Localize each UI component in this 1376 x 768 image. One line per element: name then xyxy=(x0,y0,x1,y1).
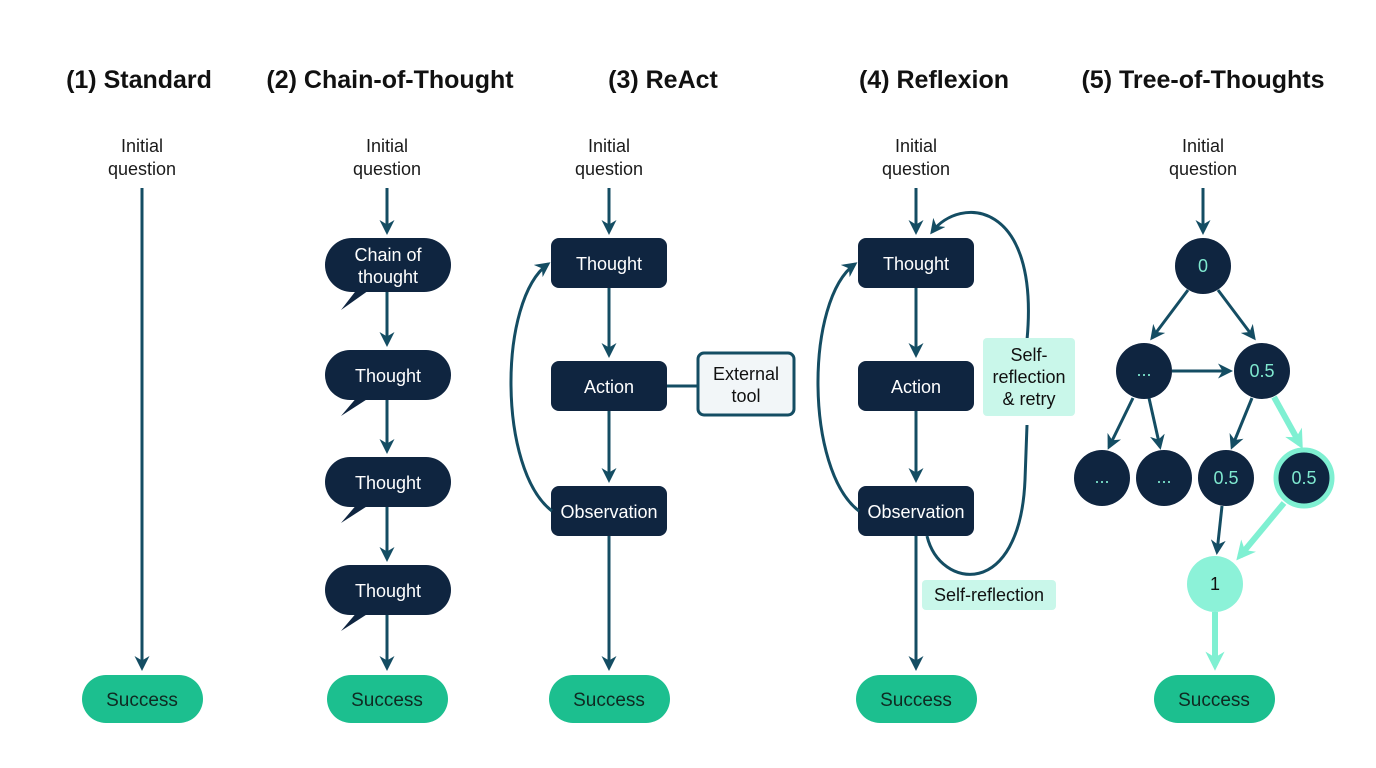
initial-question-cot: Initial question xyxy=(353,136,421,179)
edge-tot-leaf4-to-final-highlight xyxy=(1236,501,1287,561)
react-thought-node: Thought xyxy=(551,238,667,288)
svg-text:question: question xyxy=(1169,159,1237,179)
tot-node-level2-4-selected: 0.5 xyxy=(1273,447,1335,509)
svg-text:0.5: 0.5 xyxy=(1213,468,1238,488)
svg-text:tool: tool xyxy=(731,386,760,406)
edge-react-observation-loop-to-thought xyxy=(509,262,553,513)
success-node-react: Success xyxy=(549,675,670,723)
reflexion-self-reflection-note: Self-reflection xyxy=(922,580,1056,610)
svg-text:thought: thought xyxy=(358,267,418,287)
svg-text:0.5: 0.5 xyxy=(1291,468,1316,488)
svg-text:...: ... xyxy=(1094,467,1109,487)
svg-text:...: ... xyxy=(1156,467,1171,487)
edge-tot-left-to-leaf1 xyxy=(1107,397,1135,450)
svg-text:Thought: Thought xyxy=(355,473,421,493)
svg-text:Action: Action xyxy=(584,377,634,397)
edge-reflexion-observation-loop-to-thought xyxy=(816,262,860,513)
svg-text:Thought: Thought xyxy=(355,581,421,601)
svg-text:Initial: Initial xyxy=(121,136,163,156)
tot-node-level1-left: ... xyxy=(1116,343,1172,399)
edge-reflexion-retry-loop xyxy=(925,424,1029,576)
svg-text:& retry: & retry xyxy=(1002,389,1055,409)
svg-text:Self-: Self- xyxy=(1010,345,1047,365)
svg-text:reflection: reflection xyxy=(992,367,1065,387)
success-node-standard: Success xyxy=(82,675,203,723)
svg-text:Initial: Initial xyxy=(1182,136,1224,156)
cot-bubble-chain-of-thought: Chain of thought xyxy=(325,238,451,310)
svg-text:Success: Success xyxy=(351,690,423,711)
panel-title-standard: (1) Standard xyxy=(66,66,212,94)
svg-text:question: question xyxy=(353,159,421,179)
svg-text:Initial: Initial xyxy=(895,136,937,156)
tot-node-level2-1: ... xyxy=(1074,450,1130,506)
svg-text:1: 1 xyxy=(1210,574,1220,594)
edge-tot-right-to-leaf4-highlight xyxy=(1271,395,1303,450)
panel-title-reflexion: (4) Reflexion xyxy=(859,66,1009,94)
success-node-reflexion: Success xyxy=(856,675,977,723)
initial-question-reflexion: Initial question xyxy=(882,136,950,179)
edge-tot-right-to-leaf3 xyxy=(1229,397,1254,450)
tot-node-root: 0 xyxy=(1175,238,1231,294)
svg-text:Success: Success xyxy=(106,690,178,711)
svg-text:Initial: Initial xyxy=(366,136,408,156)
tot-node-level2-3: 0.5 xyxy=(1198,450,1254,506)
svg-text:question: question xyxy=(882,159,950,179)
edge-tot-root-to-right xyxy=(1216,289,1256,341)
tot-node-level1-right: 0.5 xyxy=(1234,343,1290,399)
svg-text:Thought: Thought xyxy=(355,366,421,386)
react-external-tool-box: External tool xyxy=(696,351,796,417)
svg-text:Success: Success xyxy=(880,690,952,711)
reflexion-action-node: Action xyxy=(858,361,974,411)
svg-text:...: ... xyxy=(1136,360,1151,380)
svg-text:Action: Action xyxy=(891,377,941,397)
panel-title-chain-of-thought: (2) Chain-of-Thought xyxy=(266,66,514,94)
initial-question-react: Initial question xyxy=(575,136,643,179)
svg-text:Success: Success xyxy=(1178,690,1250,711)
tot-node-final: 1 xyxy=(1187,556,1243,612)
svg-text:question: question xyxy=(108,159,176,179)
reflexion-retry-note: Self- reflection & retry xyxy=(983,338,1075,416)
svg-text:Thought: Thought xyxy=(576,254,642,274)
svg-text:Initial: Initial xyxy=(588,136,630,156)
initial-question-standard: Initial question xyxy=(108,136,176,179)
edge-tot-left-to-leaf2 xyxy=(1147,397,1165,450)
svg-text:Thought: Thought xyxy=(883,254,949,274)
panel-title-tree-of-thoughts: (5) Tree-of-Thoughts xyxy=(1081,66,1324,94)
cot-bubble-thought-1: Thought xyxy=(325,350,451,416)
svg-text:Observation: Observation xyxy=(560,502,657,522)
cot-bubble-thought-2: Thought xyxy=(325,457,451,523)
reflexion-thought-node: Thought xyxy=(858,238,974,288)
svg-text:Chain of: Chain of xyxy=(354,245,422,265)
svg-text:Observation: Observation xyxy=(867,502,964,522)
svg-text:Self-reflection: Self-reflection xyxy=(934,585,1044,605)
svg-text:0: 0 xyxy=(1198,256,1208,276)
svg-text:Success: Success xyxy=(573,690,645,711)
react-action-node: Action xyxy=(551,361,667,411)
svg-text:0.5: 0.5 xyxy=(1249,361,1274,381)
edge-reflexion-retry-loop-upper xyxy=(930,211,1030,341)
panel-title-react: (3) ReAct xyxy=(608,66,718,94)
cot-bubble-thought-3: Thought xyxy=(325,565,451,631)
edge-tot-leaf3-to-final xyxy=(1210,505,1226,555)
react-observation-node: Observation xyxy=(551,486,667,536)
reflexion-observation-node: Observation xyxy=(858,486,974,536)
tot-node-level2-2: ... xyxy=(1136,450,1192,506)
svg-text:External: External xyxy=(713,364,779,384)
initial-question-tot: Initial question xyxy=(1169,136,1237,179)
edge-tot-root-to-left xyxy=(1150,289,1190,341)
svg-text:question: question xyxy=(575,159,643,179)
success-node-tot: Success xyxy=(1154,675,1275,723)
success-node-cot: Success xyxy=(327,675,448,723)
